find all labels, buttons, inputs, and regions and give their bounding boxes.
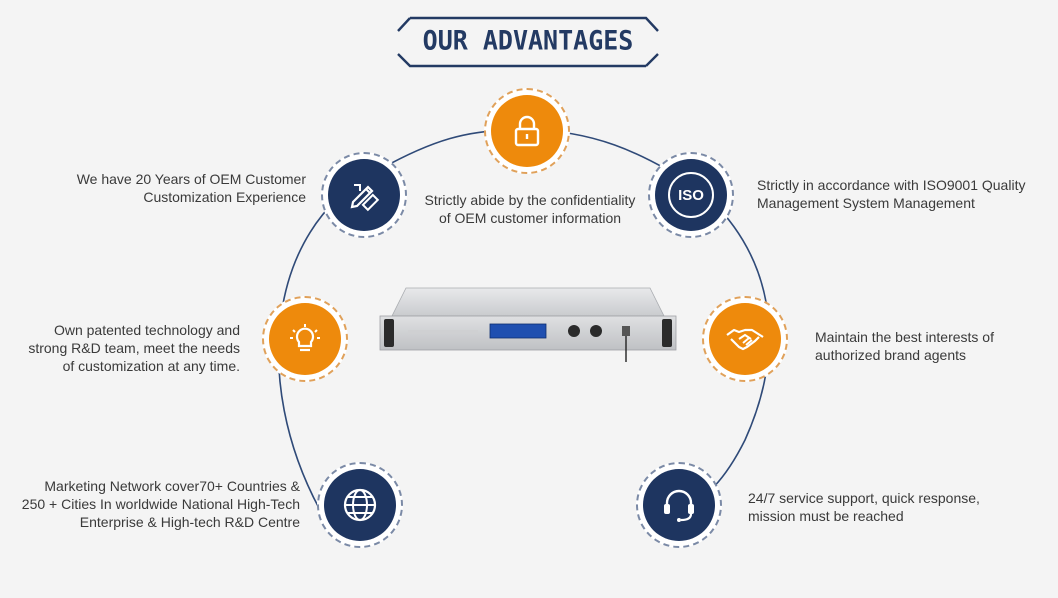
title-banner: OUR ADVANTAGES — [396, 16, 660, 70]
badge-support — [636, 462, 722, 548]
text-line: of customization at any time. — [62, 358, 240, 374]
badge-confidentiality — [484, 88, 570, 174]
lightbulb-icon — [290, 324, 320, 352]
badge-agents — [702, 296, 788, 382]
badge-rnd — [262, 296, 348, 382]
rack-amplifier-image — [378, 286, 678, 364]
headset-icon — [664, 489, 694, 522]
page-title: OUR ADVANTAGES — [422, 25, 634, 56]
text-line: Strictly in accordance with ISO9001 Qual… — [757, 177, 1026, 193]
badge-iso: ISO — [648, 152, 734, 238]
handshake-icon — [726, 328, 764, 351]
text-line: Maintain the best interests of — [815, 329, 994, 345]
text-line: Customization Experience — [143, 189, 306, 205]
text-confidentiality: Strictly abide by the confidentiality of… — [420, 191, 640, 227]
text-agents: Maintain the best interests of authorize… — [815, 328, 1045, 364]
text-rnd: Own patented technology and strong R&D t… — [10, 321, 240, 375]
globe-icon — [343, 488, 377, 522]
text-support: 24/7 service support, quick response, mi… — [748, 489, 1048, 525]
text-line: Strictly abide by the confidentiality — [424, 192, 636, 208]
text-line: strong R&D team, meet the needs — [28, 340, 240, 356]
text-oem-experience: We have 20 Years of OEM Customer Customi… — [40, 170, 306, 206]
pencil-ruler-icon — [350, 184, 380, 212]
text-line: mission must be reached — [748, 508, 904, 524]
iso-icon-label: ISO — [678, 186, 704, 204]
lock-icon — [514, 115, 540, 147]
text-line: 250 + Cities In worldwide National High-… — [21, 496, 300, 512]
text-line: Marketing Network cover70+ Countries & — [44, 478, 300, 494]
text-line: Own patented technology and — [53, 322, 240, 338]
text-line: authorized brand agents — [815, 347, 966, 363]
text-line: Enterprise & High-tech R&D Centre — [79, 514, 300, 530]
badge-oem-experience — [321, 152, 407, 238]
text-network: Marketing Network cover70+ Countries & 2… — [6, 477, 300, 531]
text-line: Management System Management — [757, 195, 975, 211]
text-line: of OEM customer information — [438, 210, 622, 226]
text-line: We have 20 Years of OEM Customer — [76, 171, 306, 187]
text-line: 24/7 service support, quick response, — [748, 490, 980, 506]
badge-network — [317, 462, 403, 548]
text-iso: Strictly in accordance with ISO9001 Qual… — [757, 176, 1057, 212]
iso-icon: ISO — [668, 172, 714, 218]
